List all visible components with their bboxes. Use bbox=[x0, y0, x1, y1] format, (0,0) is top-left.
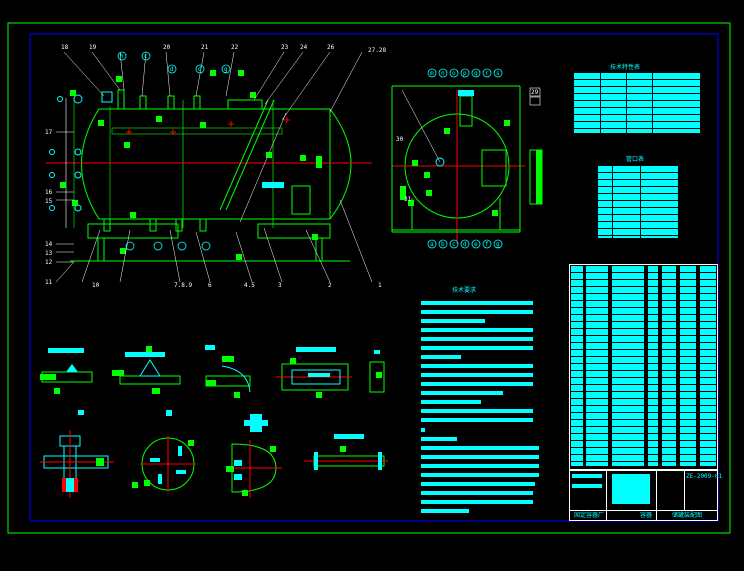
part-number-11: 11 bbox=[45, 279, 53, 286]
tech-spec-divider-2 bbox=[626, 73, 627, 133]
nozzle-table-rows bbox=[598, 166, 678, 238]
side-callout-top-r: r bbox=[485, 70, 489, 77]
req-line-10 bbox=[421, 382, 533, 386]
main-vessel-view bbox=[46, 51, 373, 283]
requirements-title: 技术要求 bbox=[452, 287, 477, 294]
part-number-12: 12 bbox=[45, 259, 53, 266]
title-block-vline-2 bbox=[656, 470, 657, 521]
req-line-6 bbox=[421, 346, 533, 350]
req-line-20 bbox=[421, 473, 539, 477]
part-number-15: 15 bbox=[45, 198, 53, 205]
title-block-vline-1 bbox=[606, 470, 607, 521]
req-line-1 bbox=[421, 301, 533, 305]
side-callout-bottom-c: c bbox=[452, 241, 456, 248]
nozzle-letter-g: g bbox=[224, 66, 228, 73]
side-callout-top-p: p bbox=[463, 70, 467, 77]
nozzle-letter-h: h bbox=[120, 53, 124, 60]
req-line-5 bbox=[421, 337, 533, 341]
part-number-3: 3 bbox=[278, 282, 282, 289]
title-block-vline-3 bbox=[684, 470, 685, 510]
nozzle-letter-d2: d bbox=[198, 66, 202, 73]
side-callout-top-m: m bbox=[430, 70, 434, 77]
part-number-1: 1 bbox=[378, 282, 382, 289]
side-callout-bottom-a: a bbox=[430, 241, 434, 248]
part-number-26: 26 bbox=[327, 44, 335, 51]
nozzle-letter-d1: d bbox=[170, 66, 174, 73]
title-block-frame bbox=[569, 470, 718, 521]
side-callout-bottom-b: b bbox=[441, 241, 445, 248]
part-number-30: 30 bbox=[396, 136, 404, 143]
part-number-27-28: 27.28 bbox=[368, 47, 387, 54]
title-block-middle-cell: 容器 bbox=[640, 512, 653, 519]
title-block-right-cell: 储罐装配图 bbox=[672, 512, 703, 519]
part-number-14: 14 bbox=[45, 241, 53, 248]
part-number-6: 6 bbox=[208, 282, 212, 289]
side-view bbox=[391, 68, 543, 249]
part-number-16: 16 bbox=[45, 189, 53, 196]
side-callout-bottom-e: e bbox=[474, 241, 478, 248]
req-line-17 bbox=[421, 446, 539, 450]
title-block-left-cell: 固定容器厂 bbox=[574, 512, 605, 519]
part-number-17: 17 bbox=[45, 129, 53, 136]
req-line-13 bbox=[421, 409, 533, 413]
part-number-18: 18 bbox=[61, 44, 69, 51]
tech-spec-title: 技术特性表 bbox=[610, 64, 641, 71]
parts-list-frame bbox=[569, 264, 718, 470]
title-block-fill-1 bbox=[612, 474, 650, 504]
req-line-21 bbox=[421, 482, 535, 486]
req-line-14 bbox=[421, 418, 533, 422]
part-number-29: 29 bbox=[531, 89, 539, 96]
nozzle-table-divider-1 bbox=[612, 166, 613, 238]
req-line-7 bbox=[421, 355, 461, 359]
nozzle-table-divider-2 bbox=[640, 166, 641, 238]
req-line-4 bbox=[421, 328, 533, 332]
part-number-20: 20 bbox=[163, 44, 171, 51]
req-line-16 bbox=[421, 437, 457, 441]
req-line-2 bbox=[421, 310, 533, 314]
part-number-23: 23 bbox=[281, 44, 289, 51]
tech-spec-rows bbox=[574, 73, 700, 133]
part-number-24: 24 bbox=[300, 44, 308, 51]
nozzle-letter-c: c bbox=[144, 53, 148, 60]
title-block-hline bbox=[569, 510, 718, 511]
part-number-13: 13 bbox=[45, 250, 53, 257]
part-number-21: 21 bbox=[201, 44, 209, 51]
side-callout-top-o: o bbox=[452, 70, 456, 77]
req-line-24 bbox=[421, 509, 469, 513]
side-callout-bottom-g: g bbox=[496, 241, 500, 248]
req-line-11 bbox=[421, 391, 503, 395]
side-callout-bottom-f: f bbox=[485, 241, 489, 248]
req-line-23 bbox=[421, 500, 533, 504]
drawing-number: ZE-2009-01 bbox=[686, 473, 723, 480]
req-line-22 bbox=[421, 491, 533, 495]
title-block-fill-2 bbox=[572, 474, 602, 478]
parts-list-rows bbox=[571, 266, 717, 466]
req-line-3 bbox=[421, 319, 485, 323]
part-number-22: 22 bbox=[231, 44, 239, 51]
part-number-4-5: 4.5 bbox=[244, 282, 255, 289]
part-number-31: 31 bbox=[404, 196, 412, 203]
side-callout-top-s: s bbox=[496, 70, 500, 77]
req-line-9 bbox=[421, 373, 533, 377]
req-line-8 bbox=[421, 364, 533, 368]
side-callout-bottom-d: d bbox=[463, 241, 467, 248]
part-number-7-8-9: 7.8.9 bbox=[174, 282, 193, 289]
nozzle-table-title: 管口表 bbox=[626, 156, 645, 163]
detail-views bbox=[40, 345, 388, 498]
req-line-19 bbox=[421, 464, 539, 468]
side-callout-top-n: n bbox=[441, 70, 445, 77]
title-block-fill-3 bbox=[572, 484, 602, 488]
req-line-15 bbox=[421, 428, 425, 432]
tech-spec-divider-1 bbox=[600, 73, 601, 133]
part-number-10: 10 bbox=[92, 282, 100, 289]
side-callout-top-q: q bbox=[474, 70, 478, 77]
inner-frame bbox=[29, 33, 719, 522]
tech-spec-divider-3 bbox=[652, 73, 653, 133]
req-line-18 bbox=[421, 455, 539, 459]
outer-frame bbox=[7, 22, 731, 534]
req-line-12 bbox=[421, 400, 481, 404]
part-number-2: 2 bbox=[328, 282, 332, 289]
part-number-19: 19 bbox=[89, 44, 97, 51]
